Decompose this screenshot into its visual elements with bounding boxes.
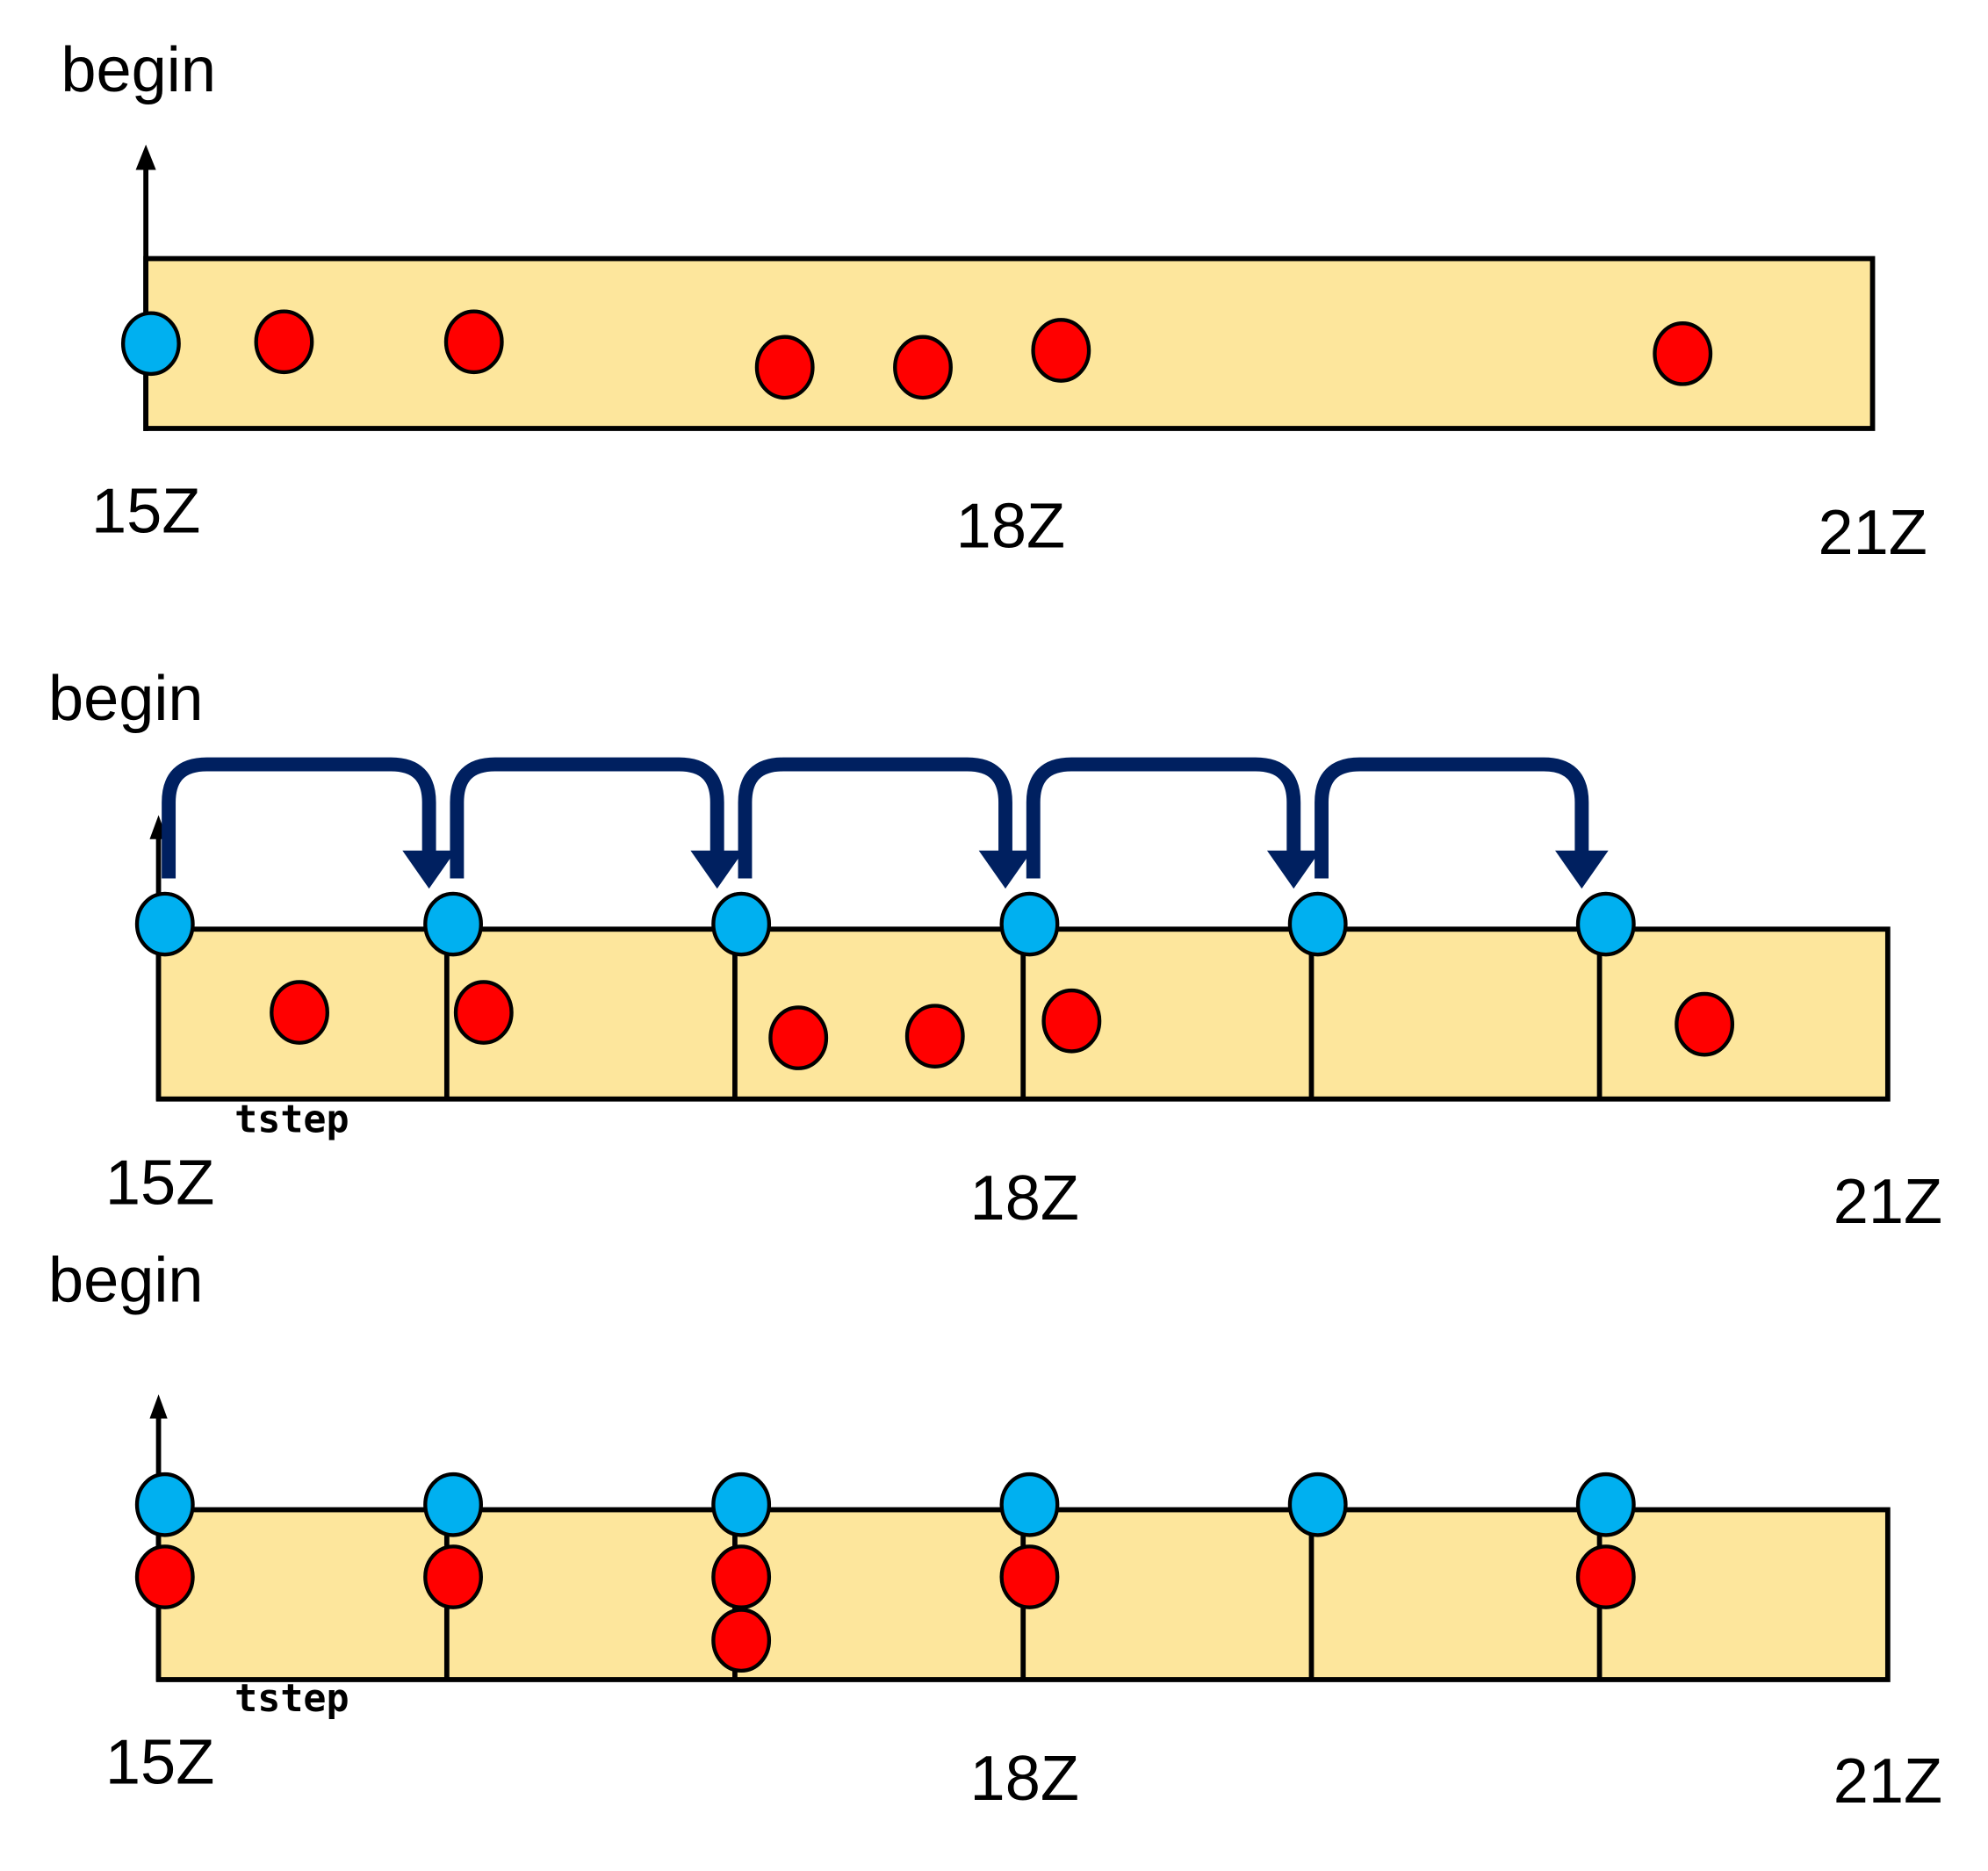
event-marker (711, 1608, 772, 1673)
event-marker (904, 1004, 965, 1069)
bin-start-marker (1575, 1472, 1636, 1537)
arrow-head-icon (1266, 850, 1321, 889)
bin-start-marker (711, 891, 772, 957)
event-marker (134, 1544, 195, 1609)
y-axis-label: begin (48, 1246, 204, 1316)
step-arrow (1315, 757, 1589, 879)
event-marker (1675, 991, 1735, 1057)
bin-start-marker (1287, 1472, 1348, 1537)
step-arrow (450, 757, 724, 879)
x-label-mid: 18Z (970, 1163, 1079, 1234)
arrow-head-icon (1555, 850, 1609, 889)
x-label-start: 15Z (105, 1148, 214, 1219)
step-arrows (162, 757, 1609, 889)
x-label-start: 15Z (105, 1727, 214, 1797)
x-label-end: 21Z (1833, 1167, 1942, 1237)
bin-start-marker (134, 891, 195, 957)
event-marker (254, 309, 314, 375)
bin-start-marker (711, 1472, 772, 1537)
arrow-head-icon (978, 850, 1033, 889)
bin-start-marker (999, 891, 1060, 957)
event-marker (768, 1005, 829, 1070)
event-marker (1041, 988, 1102, 1054)
y-axis-label: begin (48, 664, 204, 734)
bin-start-marker (1287, 891, 1348, 957)
event-marker (443, 309, 504, 375)
markers (134, 1472, 1636, 1673)
x-label-end: 21Z (1818, 498, 1927, 568)
event-marker (1031, 318, 1091, 383)
dividers (443, 929, 1603, 1099)
bin-start-marker (120, 311, 181, 377)
time-band (143, 255, 1876, 431)
event-marker (711, 1544, 772, 1609)
bin-start-marker (423, 1472, 483, 1537)
y-axis-label: begin (61, 35, 216, 105)
tstep-label: tstep (234, 1097, 349, 1141)
tstep-label: tstep (234, 1677, 349, 1721)
x-label-start: 15Z (91, 476, 200, 546)
panel-binned: begin tstep 15Z 18Z 21Z (48, 664, 1942, 1237)
x-label-end: 21Z (1833, 1746, 1942, 1817)
bin-start-marker (134, 1472, 195, 1537)
bin-start-marker (1575, 891, 1636, 957)
step-arrow (162, 757, 436, 879)
event-marker (1653, 321, 1713, 386)
step-arrow (1026, 757, 1301, 879)
event-marker (754, 335, 815, 400)
event-marker (453, 980, 514, 1045)
markers (134, 891, 1735, 1070)
markers (120, 309, 1713, 400)
event-marker (1575, 1544, 1636, 1609)
arrow-head-icon (690, 850, 745, 889)
event-marker (270, 980, 329, 1045)
step-arrow (738, 757, 1012, 879)
panel-snapped: begin tstep 15Z 18Z 21Z (48, 1246, 1942, 1817)
event-marker (999, 1544, 1060, 1609)
bin-start-marker (423, 891, 483, 957)
event-marker (893, 335, 953, 400)
x-label-mid: 18Z (970, 1744, 1079, 1814)
event-marker (423, 1544, 483, 1609)
x-label-mid: 18Z (956, 492, 1065, 562)
bin-start-marker (999, 1472, 1060, 1537)
panel-raw: begin 15Z 18Z 21Z (61, 35, 1927, 568)
arrow-head-icon (402, 850, 456, 889)
